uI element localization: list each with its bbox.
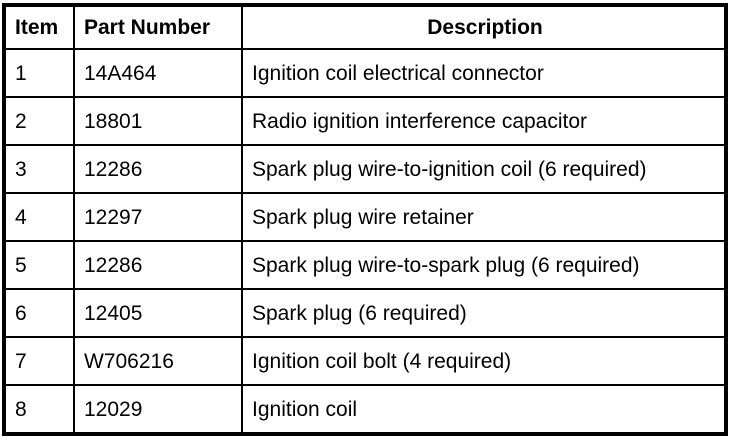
cell-description: Ignition coil electrical connector (241, 48, 727, 98)
cell-part-number: 18801 (73, 96, 243, 146)
parts-table-body: 1 14A464 Ignition coil electrical connec… (3, 48, 727, 435)
cell-item: 3 (3, 144, 75, 194)
cell-part-number: 12286 (73, 144, 243, 194)
table-row: 8 12029 Ignition coil (3, 384, 727, 435)
cell-part-number: 12405 (73, 288, 243, 338)
table-row: 7 W706216 Ignition coil bolt (4 required… (3, 336, 727, 386)
header-description: Description (241, 4, 727, 50)
table-row: 5 12286 Spark plug wire-to-spark plug (6… (3, 240, 727, 290)
table-row: 3 12286 Spark plug wire-to-ignition coil… (3, 144, 727, 194)
cell-part-number: 14A464 (73, 48, 243, 98)
cell-item: 4 (3, 192, 75, 242)
cell-item: 1 (3, 48, 75, 98)
cell-part-number: 12029 (73, 384, 243, 435)
header-part-number: Part Number (73, 4, 243, 50)
header-item: Item (3, 4, 75, 50)
cell-part-number: 12297 (73, 192, 243, 242)
header-row: Item Part Number Description (3, 4, 727, 50)
cell-part-number: W706216 (73, 336, 243, 386)
cell-item: 8 (3, 384, 75, 435)
parts-table-header: Item Part Number Description (3, 4, 727, 50)
cell-part-number: 12286 (73, 240, 243, 290)
cell-description: Ignition coil (241, 384, 727, 435)
cell-description: Spark plug wire retainer (241, 192, 727, 242)
cell-description: Spark plug (6 required) (241, 288, 727, 338)
cell-item: 2 (3, 96, 75, 146)
table-row: 2 18801 Radio ignition interference capa… (3, 96, 727, 146)
cell-item: 7 (3, 336, 75, 386)
table-row: 1 14A464 Ignition coil electrical connec… (3, 48, 727, 98)
cell-item: 6 (3, 288, 75, 338)
table-row: 6 12405 Spark plug (6 required) (3, 288, 727, 338)
cell-description: Radio ignition interference capacitor (241, 96, 727, 146)
table-row: 4 12297 Spark plug wire retainer (3, 192, 727, 242)
cell-description: Spark plug wire-to-spark plug (6 require… (241, 240, 727, 290)
cell-item: 5 (3, 240, 75, 290)
cell-description: Spark plug wire-to-ignition coil (6 requ… (241, 144, 727, 194)
parts-table: Item Part Number Description 1 14A464 Ig… (2, 3, 728, 436)
cell-description: Ignition coil bolt (4 required) (241, 336, 727, 386)
